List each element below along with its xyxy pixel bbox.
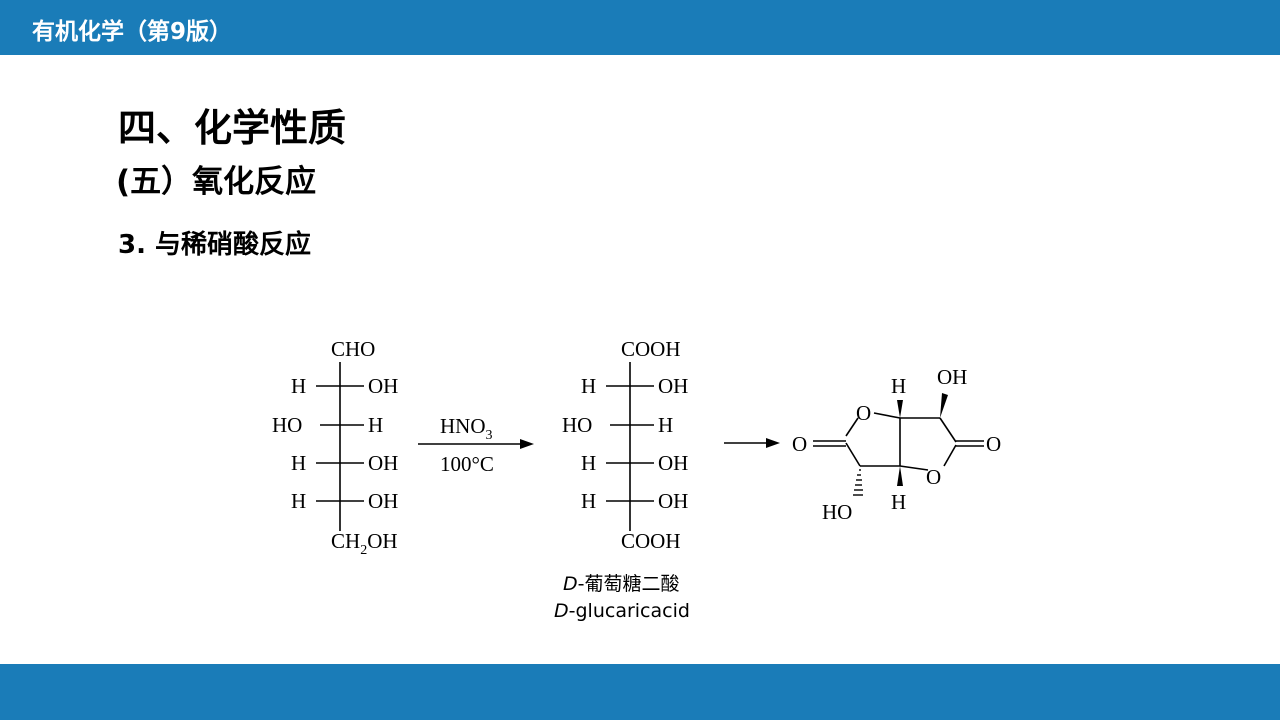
reactant-glucose: [316, 362, 364, 531]
reactant-row4-right: OH: [368, 489, 398, 513]
slide-heading: 四、化学性质: [118, 106, 347, 150]
lactone-carbonyl-o-left: O: [792, 432, 807, 456]
reaction-arrow-1: [418, 439, 534, 449]
product-row4-left: H: [581, 489, 596, 513]
footer-bar: [0, 664, 1280, 720]
product-row4-right: OH: [658, 489, 688, 513]
reactant-row3-right: OH: [368, 451, 398, 475]
reactant-row4-left: H: [291, 489, 306, 513]
lactone-oh-top: OH: [937, 365, 967, 389]
reaction-arrow-2: [724, 438, 780, 448]
product-row2-right: H: [658, 413, 673, 437]
reactant-top-group: CHO: [331, 337, 375, 361]
section-title: 3. 与稀硝酸反应: [118, 230, 312, 260]
product-row2-left: HO: [562, 413, 592, 437]
hashed-bond-ho: [853, 469, 863, 496]
book-title: 有机化学（第9版）: [32, 19, 233, 45]
lactone-ring-o-top: O: [856, 401, 871, 425]
condition-label: 100°C: [440, 452, 494, 476]
wedge-bond-oh: [940, 393, 948, 418]
lactone-ho-bottom: HO: [822, 500, 852, 524]
slide-subheading: (五）氧化反应: [116, 164, 317, 200]
dilactone-structure: [813, 412, 984, 471]
reactant-bottom-group: CH2OH: [331, 529, 398, 558]
product-bottom-group: COOH: [621, 529, 681, 553]
reactant-row1-right: OH: [368, 374, 398, 398]
product-name-cn: D-葡萄糖二酸: [563, 573, 680, 595]
product-row3-right: OH: [658, 451, 688, 475]
wedge-bond-top-h: [897, 400, 903, 418]
reactant-row3-left: H: [291, 451, 306, 475]
reactant-row2-right: H: [368, 413, 383, 437]
lactone-h-top: H: [891, 374, 906, 398]
product-top-group: COOH: [621, 337, 681, 361]
product-name-en: D-glucaricacid: [554, 600, 690, 622]
lactone-carbonyl-o-right: O: [986, 432, 1001, 456]
product-row3-left: H: [581, 451, 596, 475]
lactone-h-bottom: H: [891, 490, 906, 514]
lactone-ring-o-bottom: O: [926, 465, 941, 489]
header-bar: 有机化学（第9版）: [0, 0, 1280, 55]
reactant-row2-left: HO: [272, 413, 302, 437]
product-row1-right: OH: [658, 374, 688, 398]
wedge-bond-bottom-h: [897, 466, 903, 486]
reactant-row1-left: H: [291, 374, 306, 398]
product-glucaric-acid: [606, 362, 654, 531]
reagent-label: HNO3: [440, 414, 493, 443]
product-row1-left: H: [581, 374, 596, 398]
